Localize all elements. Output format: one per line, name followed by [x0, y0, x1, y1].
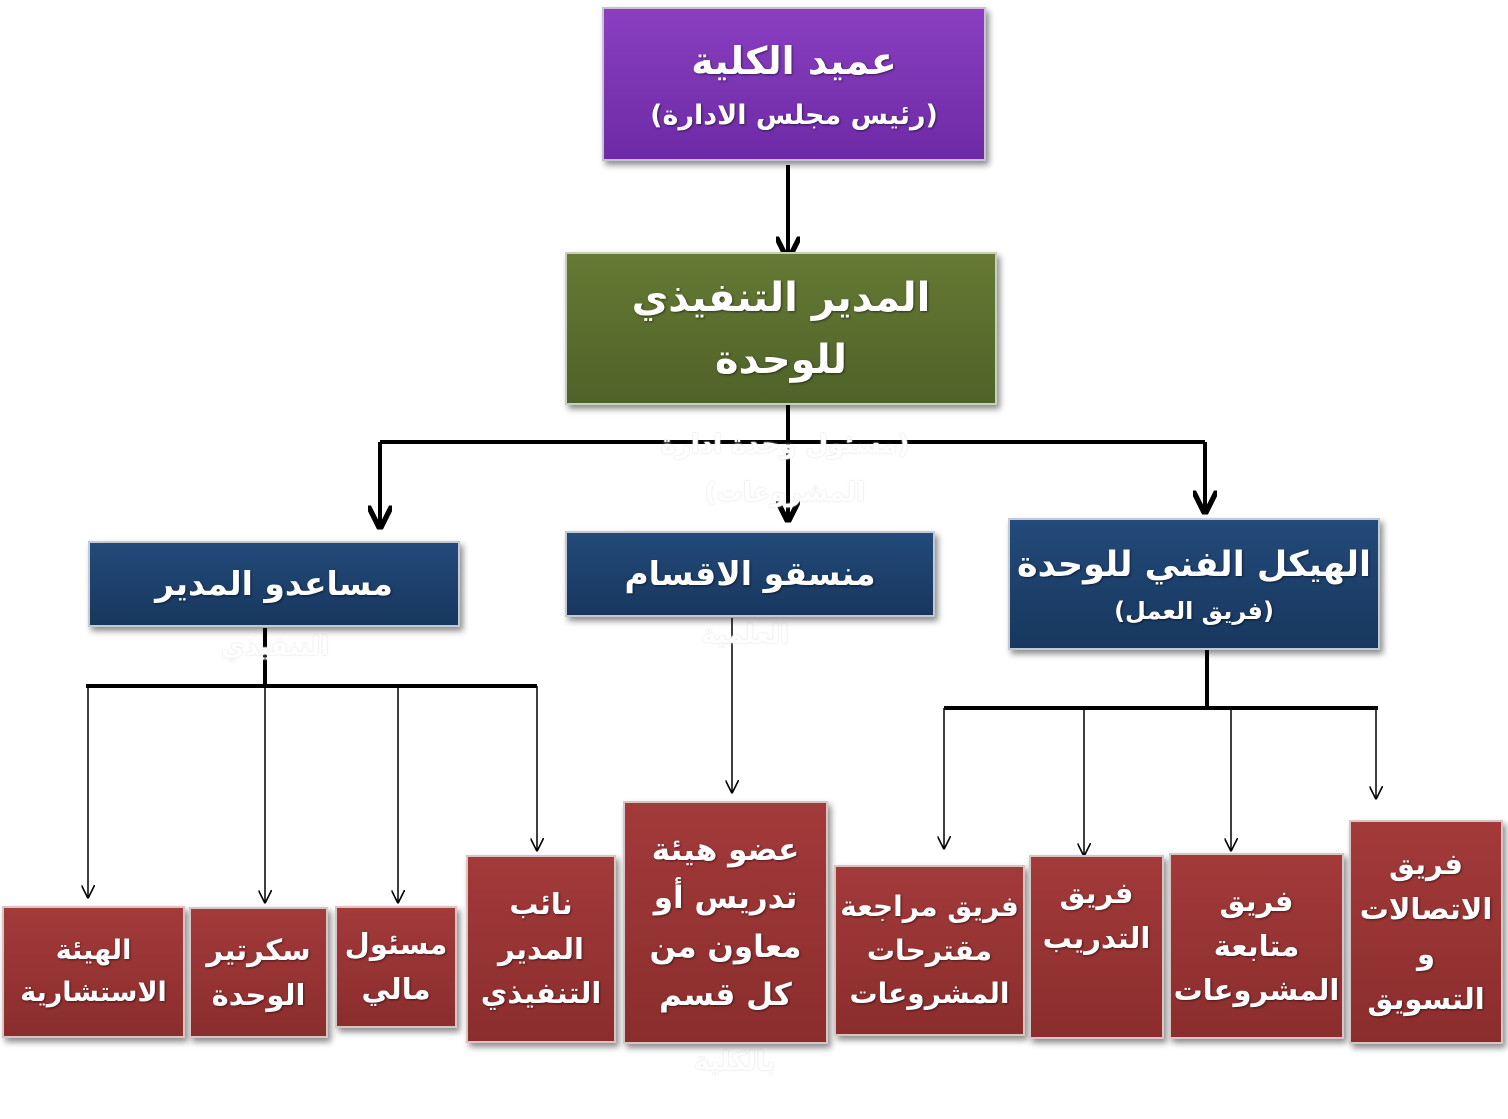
- project-followup-team-box: فريق متابعة المشروعات: [1169, 853, 1344, 1039]
- unit-secretary-box: سكرتير الوحدة: [189, 907, 328, 1038]
- coordinator-title: منسقو الاقسام: [624, 554, 876, 594]
- executive-title: المدير التنفيذي: [631, 274, 931, 321]
- proposal-review-team-box: فريق مراجعة مقترحات المشروعات: [834, 865, 1025, 1036]
- communications-marketing-team-box: فريق الاتصالات و التسويق: [1349, 820, 1503, 1044]
- executive-ghost-text: (مسئول وحدة ادارة المشروعات): [660, 430, 910, 509]
- dean-title: عميد الكلية: [691, 38, 897, 83]
- technical-title: الهيكل الفني للوحدة: [1017, 545, 1371, 586]
- financial-officer-box: مسئول مالي: [335, 906, 457, 1028]
- faculty-ghost-text: بالكلية: [694, 1047, 776, 1077]
- advisory-board-box: الهيئة الاستشارية: [2, 906, 185, 1038]
- deputy-director-box: نائب المدير التنفيذي: [466, 855, 616, 1043]
- technical-subtitle: (فريق العمل): [1114, 596, 1274, 625]
- faculty-member-box: عضو هيئة تدريس أو معاون من كل قسم: [623, 801, 828, 1044]
- technical-structure-box: الهيكل الفني للوحدة (فريق العمل): [1008, 518, 1380, 650]
- coordinator-ghost-text: العلمية: [701, 620, 789, 650]
- executive-director-box: المدير التنفيذي للوحدة: [565, 252, 997, 405]
- executive-subtitle: للوحدة: [715, 336, 847, 383]
- coordinator-box: منسقو الاقسام: [565, 531, 935, 617]
- dean-subtitle: (رئيس مجلس الادارة): [650, 99, 938, 131]
- assistants-title: مساعدو المدير: [155, 564, 393, 604]
- dean-box: عميد الكلية (رئيس مجلس الادارة): [602, 7, 986, 161]
- assistants-box: مساعدو المدير: [88, 541, 460, 627]
- assistants-ghost-text: التنفيذي: [220, 632, 330, 662]
- training-team-box: فريق التدريب: [1029, 855, 1164, 1039]
